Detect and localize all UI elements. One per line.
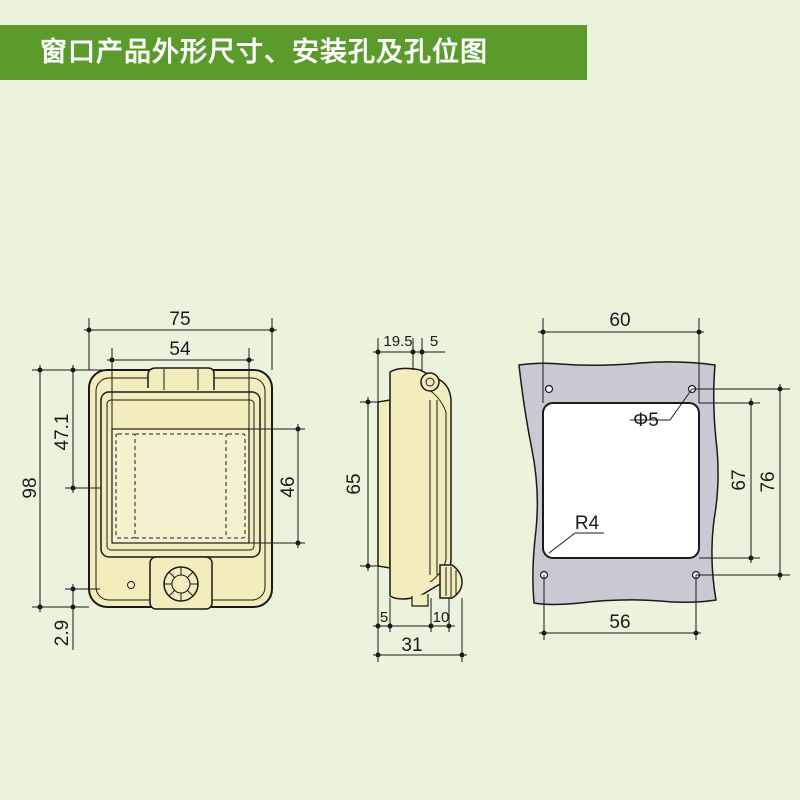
- side-body: [389, 367, 452, 600]
- side-dim-dots: [365, 349, 465, 658]
- side-hinge-icon: [420, 372, 440, 392]
- window-panel: [111, 428, 250, 544]
- dim-cutout-76: 76: [758, 471, 779, 492]
- dim-cutout-67: 67: [729, 469, 750, 490]
- dim-side-19-5: 19.5: [383, 333, 412, 350]
- cutout-opening: [542, 402, 700, 559]
- dim-hole-diameter: Φ5: [633, 410, 659, 431]
- hinge-tab: [147, 367, 215, 390]
- dim-cutout-60: 60: [609, 310, 630, 331]
- side-view: 19.5 5 65 5 10 31: [344, 333, 467, 662]
- leader-lines: [548, 388, 693, 554]
- dim-side-65: 65: [344, 473, 365, 494]
- screw-hole: [127, 581, 135, 589]
- cutout-dimension-lines: [538, 331, 781, 634]
- left-slot: [115, 433, 136, 539]
- page-title: 窗口产品外形尺寸、安装孔及孔位图: [40, 37, 488, 68]
- dim-offset-2-9: 2.9: [52, 620, 73, 646]
- dim-side-bottom-5: 5: [380, 609, 388, 626]
- dim-height-98: 98: [20, 477, 41, 498]
- side-back-plate: [377, 399, 391, 569]
- title-banner: 窗口产品外形尺寸、安装孔及孔位图: [0, 25, 587, 80]
- dim-corner-radius: R4: [575, 513, 600, 534]
- side-knob-ribs: [445, 567, 457, 597]
- dim-upper-47-1: 47.1: [52, 414, 73, 451]
- front-lid-inner: [106, 399, 255, 551]
- side-latch: [411, 594, 429, 607]
- side-dimension-lines: [367, 351, 467, 656]
- knob-teeth: [164, 567, 198, 601]
- right-slot: [225, 433, 246, 539]
- dim-cutout-56: 56: [609, 612, 630, 633]
- dim-side-top-5: 5: [430, 333, 438, 350]
- front-dim-dots: [37, 327, 301, 610]
- dim-side-31: 31: [401, 635, 422, 656]
- dim-window-46: 46: [278, 476, 299, 497]
- dim-side-10: 10: [433, 609, 450, 626]
- front-dimension-lines: [39, 329, 299, 650]
- cutout-dim-dots: [540, 329, 783, 636]
- hole-top-left: [544, 384, 554, 394]
- side-hinge-pin: [425, 377, 435, 387]
- side-lid-curve: [425, 387, 447, 583]
- dim-width-54: 54: [169, 339, 191, 360]
- dim-width-75: 75: [169, 309, 190, 330]
- cutout-view: 60 Φ5 R4 67 76 56: [518, 310, 790, 640]
- front-view: 75 54 98 47.1 46 2.9: [20, 309, 305, 650]
